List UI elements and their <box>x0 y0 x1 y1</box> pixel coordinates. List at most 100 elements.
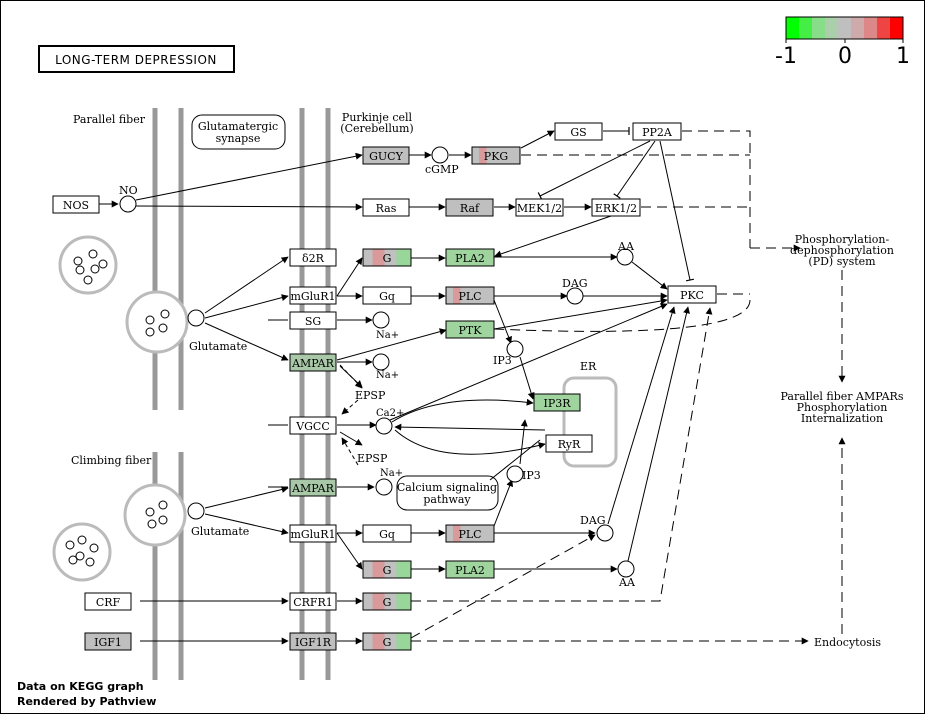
gene-node-box <box>445 286 495 305</box>
compound-node[interactable] <box>187 502 205 520</box>
compound-node[interactable] <box>372 311 390 329</box>
gene-node-nos[interactable]: NOS <box>52 195 100 214</box>
gene-node-mglur1-1[interactable]: mGluR1 <box>289 286 337 305</box>
gene-node-raf[interactable]: Raf <box>445 198 494 217</box>
compound-node[interactable] <box>375 478 393 496</box>
gene-node-gucy[interactable]: GUCY <box>362 146 410 165</box>
gene-node-label: G <box>383 636 392 649</box>
label-na-3: Na+ <box>380 468 403 479</box>
gene-node-ampar2[interactable]: AMPAR <box>289 478 337 497</box>
gene-node-label: G <box>383 252 392 265</box>
label-dag-2: DAG <box>580 514 606 527</box>
footer-line-2: Rendered by Pathview <box>17 695 156 708</box>
gene-node-label: IGF1 <box>94 636 122 649</box>
compound-node[interactable] <box>506 340 524 358</box>
gene-node-ras[interactable]: Ras <box>362 198 410 217</box>
gene-node-crfr1[interactable]: CRFR1 <box>289 592 337 611</box>
gene-node-box <box>289 353 337 372</box>
gene-node-label: G <box>383 564 392 577</box>
gene-node-box <box>362 198 410 217</box>
gene-node-erk[interactable]: ERK1/2 <box>591 198 641 217</box>
gene-node-g4[interactable]: G <box>362 632 412 651</box>
gene-node-label: CRF <box>96 596 121 609</box>
free-labels: Parallel fiber Climbing fiber Glutamater… <box>71 111 904 649</box>
gene-node-label: PTK <box>459 324 483 337</box>
gene-node-g3[interactable]: G <box>362 592 412 611</box>
gene-node-plc2[interactable]: PLC <box>445 524 495 543</box>
gene-node-box <box>667 285 717 304</box>
compound-node[interactable] <box>119 195 137 213</box>
label-climbing-fiber: Climbing fiber <box>71 454 152 467</box>
gene-node-ptk[interactable]: PTK <box>445 320 495 339</box>
label-glutamate-1: Glutamate <box>189 340 247 353</box>
compound-node[interactable] <box>187 309 205 327</box>
label-na-1: Na+ <box>376 330 399 341</box>
compound-node[interactable] <box>616 248 634 266</box>
label-calcium-1: Calcium signaling <box>397 481 497 494</box>
gene-node-label: RyR <box>558 438 581 451</box>
gene-node-pla2-2[interactable]: PLA2 <box>445 560 495 579</box>
gene-node-label: PLA2 <box>455 564 485 577</box>
gene-node-d2r[interactable]: δ2R <box>289 248 337 267</box>
gene-node-box <box>84 632 132 651</box>
compound-node[interactable] <box>375 417 393 435</box>
legend-swatch <box>851 17 864 39</box>
label-glutamatergic: Glutamatergic <box>198 120 278 133</box>
gene-node-vgcc[interactable]: VGCC <box>289 416 337 435</box>
gene-node-g2[interactable]: G <box>362 560 412 579</box>
gene-node-label: Gq <box>379 528 395 541</box>
gene-node-pkg[interactable]: PKG <box>471 146 521 165</box>
compound-node[interactable] <box>566 287 584 305</box>
gene-node-gq2[interactable]: Gq <box>362 524 412 543</box>
gene-node-ip3r[interactable]: IP3R <box>533 393 581 412</box>
gene-node-label: Raf <box>460 202 480 215</box>
gene-node-box <box>545 434 593 453</box>
gene-node-label: CRFR1 <box>293 596 333 609</box>
legend-swatch <box>825 17 838 39</box>
gene-node-pkc[interactable]: PKC <box>667 285 717 304</box>
gene-node-gq1[interactable]: Gq <box>362 286 412 305</box>
edges <box>90 127 695 645</box>
gene-node-mglur1-2[interactable]: mGluR1 <box>289 524 337 543</box>
gene-node-label: δ2R <box>302 252 325 265</box>
compound-node[interactable] <box>617 560 635 578</box>
label-epsp-2: EPSP <box>357 452 388 465</box>
gene-node-igf1[interactable]: IGF1 <box>84 632 132 651</box>
gene-node-box <box>362 592 412 611</box>
gene-node-igf1r[interactable]: IGF1R <box>289 632 337 651</box>
gene-node-box <box>445 198 494 217</box>
gene-node-label: SG <box>305 315 321 328</box>
gene-node-label: VGCC <box>295 420 330 433</box>
compound-circles <box>119 146 635 578</box>
gene-node-pla2-1[interactable]: PLA2 <box>445 248 495 267</box>
gene-node-crf[interactable]: CRF <box>84 592 132 611</box>
gene-node-g1[interactable]: G <box>362 248 412 267</box>
gene-node-box <box>289 592 337 611</box>
gene-node-sg[interactable]: SG <box>289 311 337 330</box>
gene-node-box <box>52 195 100 214</box>
gene-node-label: MEK1/2 <box>517 202 562 215</box>
gene-node-pp2a[interactable]: PP2A <box>632 122 682 141</box>
gene-node-box <box>515 198 564 217</box>
legend-swatch <box>786 17 799 39</box>
dashed-edges <box>410 130 846 645</box>
gene-node-gs[interactable]: GS <box>554 122 603 141</box>
gene-node-box <box>533 393 581 412</box>
compound-node[interactable] <box>506 465 524 483</box>
gene-node-label: PKG <box>484 150 508 163</box>
gene-node-plc1[interactable]: PLC <box>445 286 495 305</box>
gene-node-label: PKC <box>680 289 704 302</box>
gene-node-label: GS <box>570 126 586 139</box>
gene-node-box <box>445 320 495 339</box>
gene-node-ampar1[interactable]: AMPAR <box>289 353 337 372</box>
compound-node[interactable] <box>372 353 390 371</box>
label-pf-1: Parallel fiber AMPARs <box>781 390 904 403</box>
gene-node-mek[interactable]: MEK1/2 <box>515 198 564 217</box>
compound-node[interactable] <box>596 524 614 542</box>
compound-node[interactable] <box>431 146 449 164</box>
gene-node-ryr[interactable]: RyR <box>545 434 593 453</box>
legend-swatch <box>799 17 812 39</box>
gene-node-box <box>289 632 337 651</box>
